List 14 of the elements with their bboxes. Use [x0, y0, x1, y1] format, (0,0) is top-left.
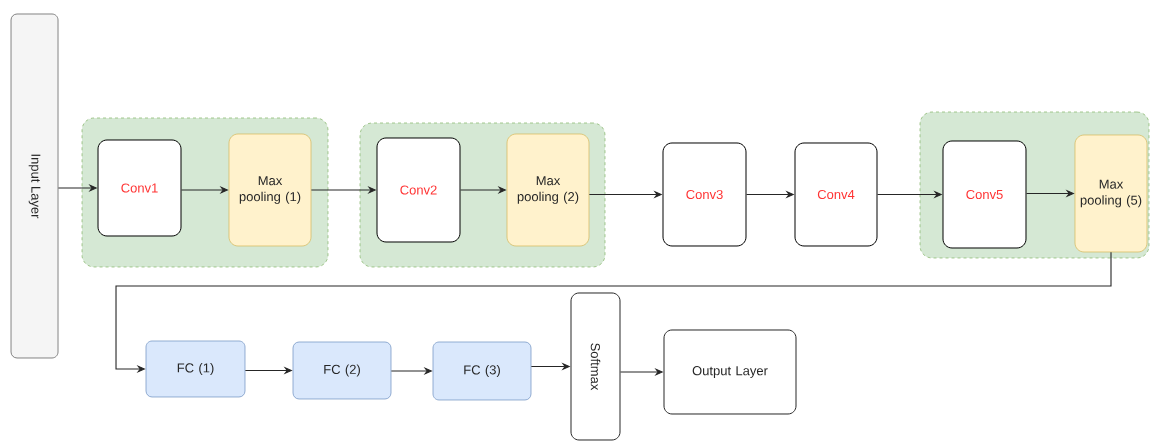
input-layer-box: Input Layer — [10, 13, 59, 359]
pooling-box: Max pooling (2) — [506, 133, 590, 247]
fc-box: FC (1) — [145, 340, 246, 398]
fc-box: FC (2) — [292, 341, 392, 400]
pooling-box: Max pooling (1) — [228, 133, 312, 247]
conv-box: Conv4 — [794, 142, 878, 247]
conv-box: Conv5 — [942, 140, 1027, 249]
conv-box: Conv1 — [97, 139, 182, 237]
output-layer-box: Output Layer — [663, 329, 797, 415]
conv-box: Conv2 — [376, 137, 461, 243]
fc-box: FC (3) — [432, 341, 532, 401]
softmax-box: Softmax — [570, 292, 621, 441]
pooling-box: Max pooling (5) — [1074, 134, 1148, 253]
conv-box: Conv3 — [662, 142, 747, 247]
